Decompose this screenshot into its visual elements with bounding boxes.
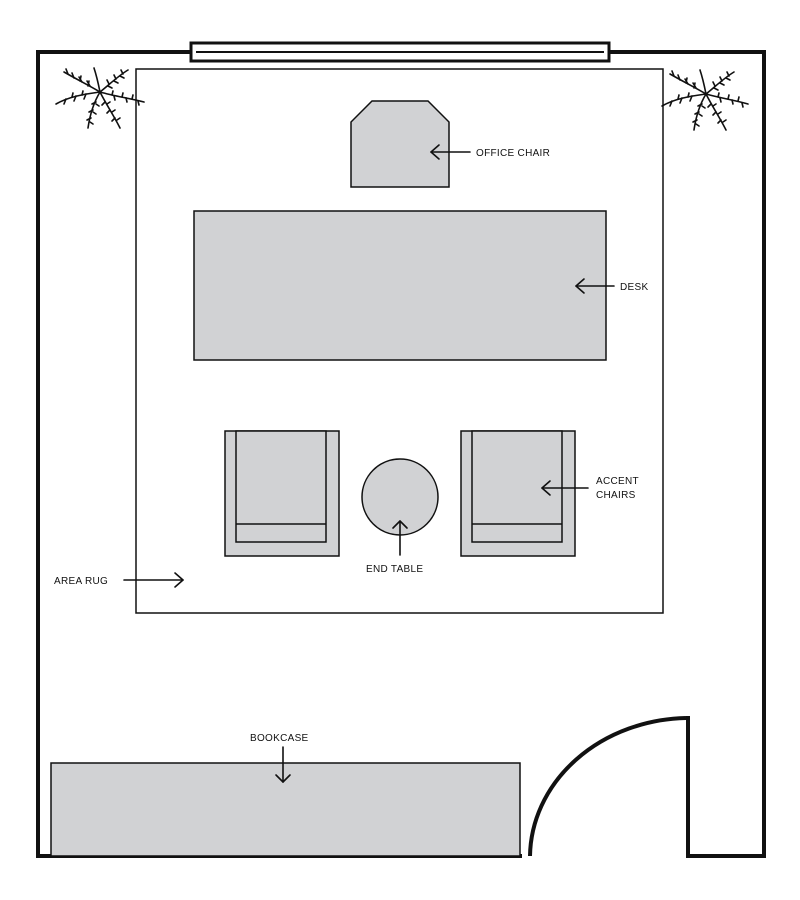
right-wall bbox=[609, 50, 766, 858]
door-leaf bbox=[686, 716, 690, 856]
desk-label: DESK bbox=[620, 282, 648, 293]
accent-chairs-label-line1: ACCENT bbox=[596, 476, 639, 487]
door-swing-arc bbox=[528, 716, 687, 857]
end-table-arrow-icon bbox=[392, 520, 408, 556]
door bbox=[528, 716, 690, 857]
area-rug-label: AREA RUG bbox=[54, 576, 108, 587]
area-rug-arrow-icon bbox=[123, 572, 184, 588]
annotation-arrows bbox=[123, 144, 615, 783]
bookcase-arrow-icon bbox=[275, 746, 291, 783]
accent-chair-left-seat bbox=[235, 430, 327, 543]
bookcase-label: BOOKCASE bbox=[250, 733, 309, 744]
end-table-label: END TABLE bbox=[366, 564, 423, 575]
accent-chair-left bbox=[224, 430, 340, 557]
accent-chairs-arrow-icon bbox=[541, 480, 589, 496]
office-chair-label: OFFICE CHAIR bbox=[476, 148, 550, 159]
office-chair bbox=[350, 100, 450, 188]
plant-top-right-icon bbox=[661, 69, 749, 131]
office-chair-arrow-icon bbox=[430, 144, 471, 160]
bookcase bbox=[50, 762, 521, 857]
accent-chairs-label-line2: CHAIRS bbox=[596, 490, 636, 501]
accent-chair-right-seat bbox=[471, 430, 563, 543]
plant-top-left-icon bbox=[55, 67, 145, 129]
desk-arrow-icon bbox=[575, 278, 615, 294]
window bbox=[189, 41, 611, 63]
desk bbox=[193, 210, 607, 361]
accent-chair-right bbox=[460, 430, 576, 557]
